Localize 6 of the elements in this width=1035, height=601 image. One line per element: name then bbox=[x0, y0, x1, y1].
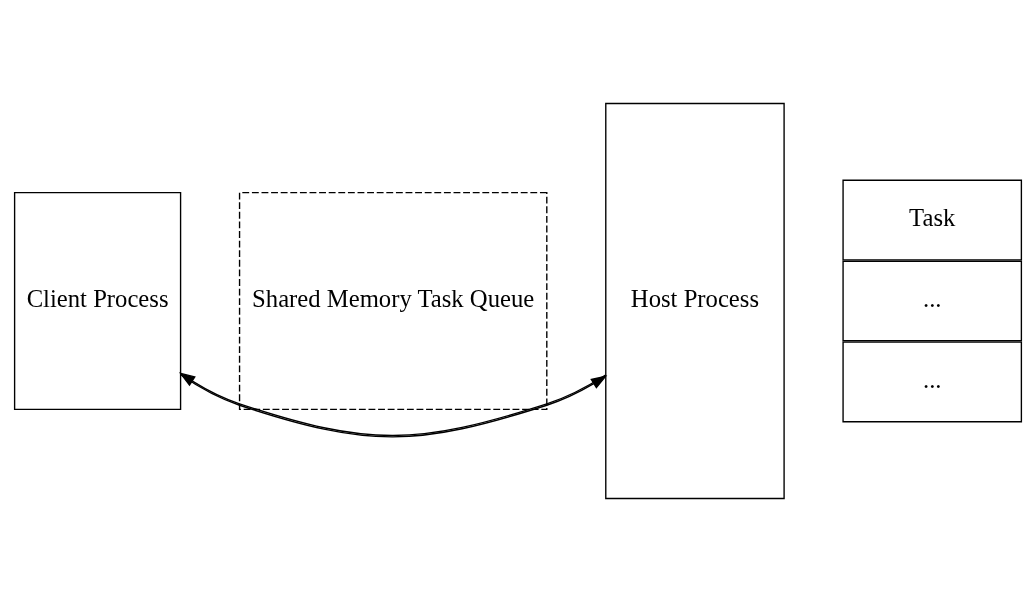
node-box: Client Process bbox=[13, 191, 181, 410]
node-box: ... bbox=[841, 260, 1022, 341]
node-box: ... bbox=[841, 340, 1022, 422]
node-box: Shared Memory Task Queue bbox=[238, 191, 547, 410]
node-box: Task bbox=[841, 179, 1022, 261]
node-box: Host Process bbox=[604, 102, 785, 499]
